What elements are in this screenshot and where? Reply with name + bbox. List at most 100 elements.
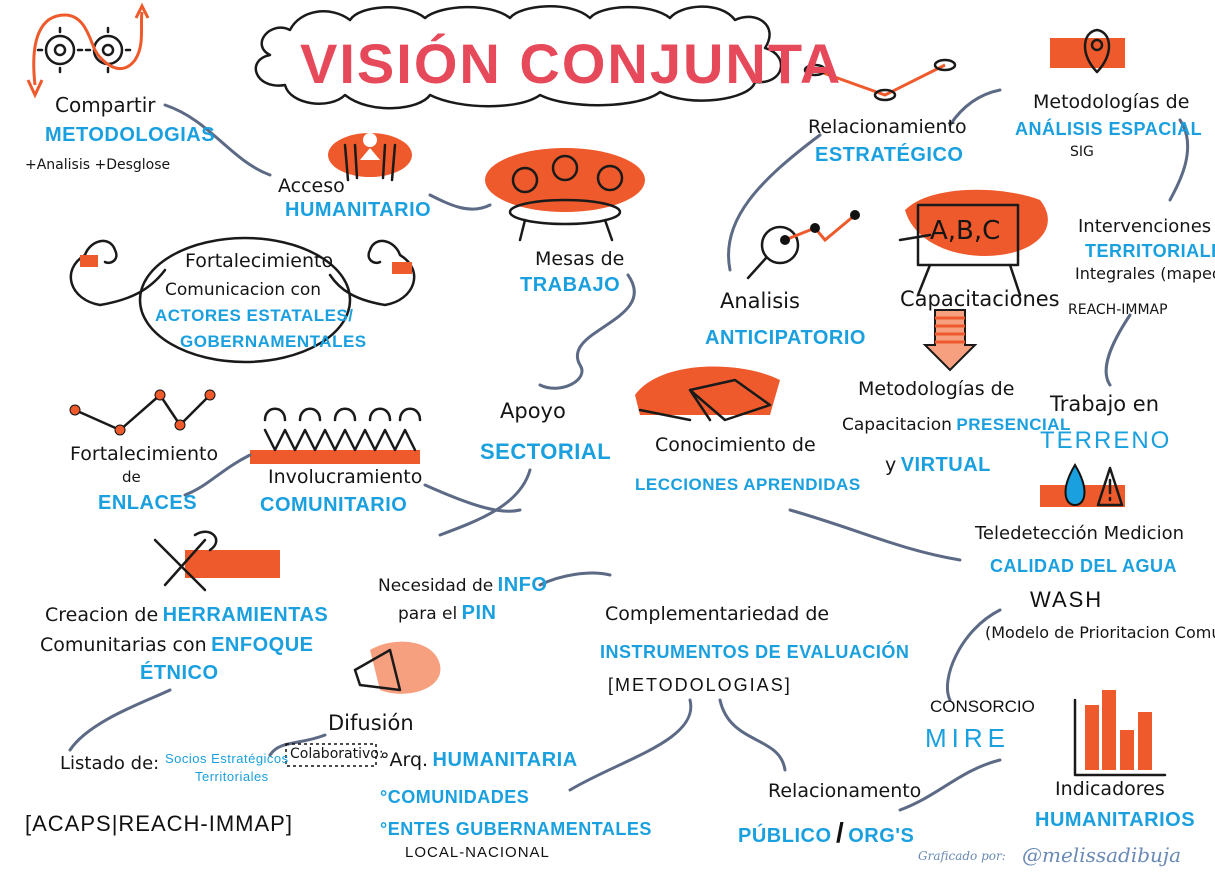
relacionamiento-estrategico-label: Relacionamiento — [808, 116, 967, 138]
conocimiento-label: Conocimiento de — [655, 434, 816, 456]
metodologias-capacitacion-label: Metodologías de — [858, 378, 1015, 400]
connector-lines — [68, 88, 1190, 812]
publico-orgs-line: PÚBLICO / ORG's — [738, 818, 914, 847]
gubernamentales-label: GOBERNAMENTALES — [180, 332, 367, 351]
page-title: VISIÓN CONJUNTA — [300, 32, 843, 95]
calidad-agua-label: CALIDAD del AGUA — [990, 556, 1177, 576]
bar-chart-icon — [1073, 690, 1167, 777]
virtual-line: y VIRTUAL — [885, 455, 991, 476]
acceso-label: Acceso — [278, 175, 345, 197]
magnifier-chart-icon — [746, 210, 860, 280]
instrumentos-label: INSTRUMENTOS de EVALUACIÓN — [600, 642, 910, 662]
gears-icon — [26, 2, 150, 99]
modelo-label: (Modelo de Prioritacion Comuni.) — [985, 623, 1215, 642]
analisis-desglose-label: +Analisis +Desglose — [25, 157, 171, 173]
capacitacion-presencial: Capacitacion PRESENCIAL — [842, 416, 1071, 435]
flexing-arms-icon — [69, 236, 416, 364]
analisis-label: Analisis — [720, 289, 800, 313]
comunicacion-label: Comunicacion con — [165, 280, 322, 300]
reach-immap-label: REACH-IMMAP — [1068, 302, 1168, 318]
mesas-label: Mesas de — [535, 248, 625, 270]
difusion-label: Difusión — [328, 711, 414, 735]
virtual-text: VIRTUAL — [900, 454, 991, 476]
listado-label: Listado de: — [60, 753, 160, 774]
lecciones-label: LECCIONES APRENDIDAS — [635, 475, 861, 494]
enfoque-text: ENFOQUE — [211, 634, 314, 656]
info-text: INFO — [497, 574, 548, 596]
intervenciones-label: Intervenciones — [1078, 216, 1212, 237]
book-icon — [635, 366, 780, 422]
fortalecimiento-enlaces-label: Fortalecimiento — [70, 443, 219, 465]
fortalecimiento-label: Fortalecimiento — [185, 250, 334, 272]
trabajo-label: TRABAJO — [520, 274, 621, 296]
anticipatorio-label: ANTICIPATORIO — [705, 327, 866, 349]
herramientas-text: HERRAMIENTAS — [162, 604, 329, 626]
consorcio-label: CONSORCIO — [930, 697, 1035, 716]
territoriales-socios-label: Territoriales — [195, 769, 269, 784]
pin-text: PIN — [461, 602, 497, 624]
metodologias-bracket-label: [METODOLOGIAS] — [608, 675, 792, 695]
trabajo-en-label: Trabajo en — [1050, 392, 1160, 416]
actores-estatales-label: ACTORES ESTATALES/ — [155, 306, 354, 325]
board-icon — [898, 189, 1048, 297]
title-cloud — [254, 5, 783, 110]
comunitario-label: COMUNITARIO — [260, 494, 408, 516]
capacitacion-text: Capacitacion — [842, 415, 952, 435]
wash-label: WASH — [1030, 587, 1104, 612]
humanitarios-label: HUMANITARIOS — [1035, 809, 1196, 831]
arq-humanitaria-line: °Arq. HUMANITARIA — [380, 750, 578, 771]
apoyo-label: Apoyo — [500, 399, 566, 423]
board-text: A,B,C — [930, 216, 1001, 246]
credit-handle: @melissadibuja — [1022, 843, 1182, 867]
territoriales-label: TERRITORIALES — [1085, 241, 1215, 261]
credit-label: Graficado por: — [918, 849, 1006, 863]
estrategico-label: ESTRATÉGICO — [815, 144, 964, 166]
necesidad-line: Necesidad de INFO — [378, 575, 547, 596]
community-icon — [250, 407, 422, 464]
complementariedad-label: Complementariedad de — [605, 603, 830, 625]
etnico-label: ÉTNICO — [140, 662, 219, 684]
comunitarias-text: Comunitarias con — [40, 634, 207, 656]
y-text: y — [885, 454, 897, 476]
analisis-espacial-label: ANÁLISIS ESPACIAL — [1015, 119, 1203, 139]
slash-text: / — [835, 817, 844, 848]
sig-label: SIG — [1070, 144, 1094, 160]
mire-label: MIRE — [925, 723, 1010, 753]
pin-line: para el PIN — [398, 603, 497, 624]
work-table-icon — [485, 148, 645, 242]
hands-icon — [328, 133, 412, 182]
metodologias-label: METODOLOGIAS — [45, 124, 216, 146]
orgs-text: ORG's — [848, 825, 915, 847]
colaborativo-label: Colaborativo: — [290, 746, 384, 762]
colaborativo-box — [285, 743, 377, 767]
creacion-text: Creacion de — [45, 604, 159, 626]
enfoque-line: Comunitarias con ENFOQUE — [40, 635, 314, 656]
comunidades-label: °COMUNIDADES — [380, 787, 530, 807]
megaphone-icon — [353, 641, 441, 694]
relacionamento-publico-label: Relacionamento — [768, 780, 922, 802]
water-warning-icon — [1040, 463, 1125, 507]
acaps-reach-label: [ACAPS|REACH-IMMAP] — [25, 811, 293, 836]
terreno-label: TERRENO — [1040, 427, 1172, 454]
de-label: de — [122, 468, 141, 486]
map-pin-icon — [1050, 28, 1125, 74]
compartir-label: Compartir — [55, 93, 156, 117]
integrales-label: Integrales (mapeo) — [1075, 264, 1215, 283]
metodologias-espacial-label: Metodologías de — [1033, 91, 1190, 113]
arq-text: °Arq. — [380, 749, 429, 771]
enlaces-label: ENLACES — [98, 492, 198, 514]
tools-icon — [153, 530, 280, 592]
links-zigzag-icon — [69, 389, 216, 436]
humanitario-label: HUMANITARIO — [285, 199, 432, 221]
herramientas-line: Creacion de HERRAMIENTAS — [45, 605, 328, 626]
indicadores-label: Indicadores — [1055, 778, 1165, 800]
presencial-text: PRESENCIAL — [956, 415, 1071, 434]
local-nacional-label: LOCAL-NACIONAL — [405, 844, 550, 861]
humanitaria-text: HUMANITARIA — [432, 749, 578, 771]
sectorial-label: SECTORIAL — [480, 439, 612, 464]
necesidad-text: Necesidad de — [378, 576, 494, 596]
involucramiento-label: Involucramiento — [268, 466, 423, 488]
teledeteccion-label: Teledetección Medicion — [975, 523, 1185, 544]
